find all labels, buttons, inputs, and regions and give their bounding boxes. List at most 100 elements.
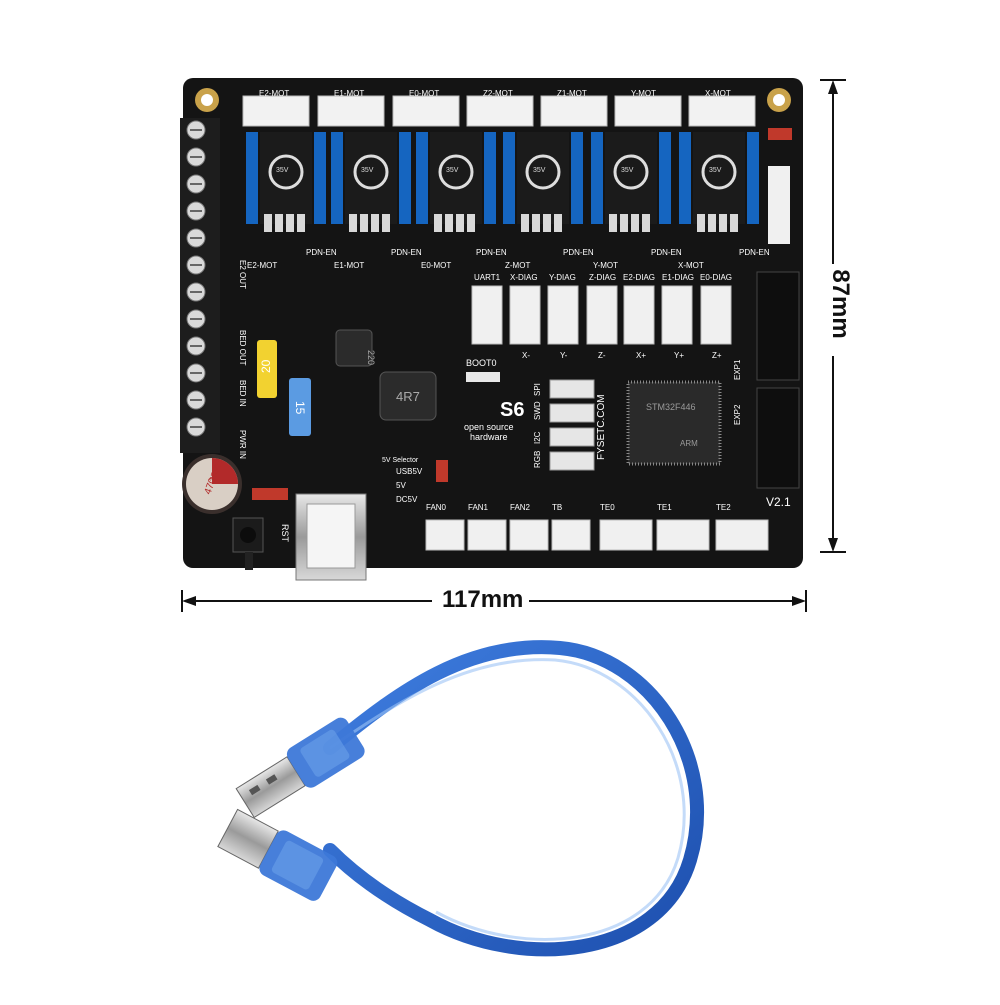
motor-lower-label: X-MOT bbox=[678, 261, 704, 270]
header-pin bbox=[631, 214, 639, 232]
side-label: I2C bbox=[533, 431, 542, 444]
driver-socket-right bbox=[399, 132, 411, 224]
pdn-label: PDN-EN bbox=[651, 248, 682, 257]
fan-label: FAN2 bbox=[510, 503, 531, 512]
fan-label: FAN1 bbox=[468, 503, 489, 512]
driver-capacitor bbox=[438, 154, 474, 190]
mcu-chip bbox=[626, 380, 722, 466]
selector-option: DC5V bbox=[396, 495, 418, 504]
driver-cap-label: 35V bbox=[709, 167, 722, 174]
selector-title: 5V Selector bbox=[382, 457, 419, 464]
header-pin bbox=[445, 214, 453, 232]
header-pin bbox=[456, 214, 464, 232]
motor-header-label: E1-MOT bbox=[334, 89, 364, 98]
header-pin bbox=[730, 214, 738, 232]
header-pin bbox=[297, 214, 305, 232]
fan-connector bbox=[425, 519, 465, 551]
diag-label: E0-DIAG bbox=[700, 273, 732, 282]
inductor-large bbox=[379, 371, 437, 421]
diag-label: E2-DIAG bbox=[623, 273, 655, 282]
header-pin bbox=[286, 214, 294, 232]
header-pin bbox=[708, 214, 716, 232]
power-label: BED OUT bbox=[238, 330, 247, 366]
driver-socket-right bbox=[484, 132, 496, 224]
motor-header-label: Y-MOT bbox=[631, 89, 656, 98]
exp1-header bbox=[756, 271, 800, 381]
fuse-blue-label: 15 bbox=[293, 401, 307, 415]
width-dimension bbox=[181, 590, 807, 612]
header-pin bbox=[609, 214, 617, 232]
endstop-connector bbox=[586, 285, 618, 345]
motor-connector bbox=[540, 95, 608, 127]
header-pin bbox=[360, 214, 368, 232]
pdn-label: PDN-EN bbox=[739, 248, 770, 257]
driver-socket-left bbox=[331, 132, 343, 224]
exp2-label: EXP2 bbox=[733, 404, 742, 425]
endstop-connector bbox=[623, 285, 655, 345]
driver-capacitor bbox=[525, 154, 561, 190]
driver-cap-label: 35V bbox=[533, 167, 546, 174]
motor-header-label: E2-MOT bbox=[259, 89, 289, 98]
driver-socket-left bbox=[679, 132, 691, 224]
fan-connector bbox=[715, 519, 769, 551]
driver-socket-right bbox=[571, 132, 583, 224]
endstop-label: X- bbox=[522, 351, 530, 360]
oshw-line2: hardware bbox=[470, 432, 508, 442]
power-label: E2 OUT bbox=[238, 260, 247, 289]
height-label: 87mm bbox=[826, 264, 854, 344]
driver-socket-right bbox=[314, 132, 326, 224]
driver-socket-right bbox=[747, 132, 759, 224]
version-label: V2.1 bbox=[766, 495, 791, 509]
header-pin bbox=[642, 214, 650, 232]
driver-capacitor bbox=[268, 154, 304, 190]
fan-connector bbox=[599, 519, 653, 551]
fan-connector bbox=[656, 519, 710, 551]
brand-label: FYSETC.COM bbox=[596, 394, 607, 460]
endstop-connector bbox=[700, 285, 732, 345]
pin-header bbox=[549, 403, 595, 423]
pdn-label: PDN-EN bbox=[563, 248, 594, 257]
diag-label: Z-DIAG bbox=[589, 273, 616, 282]
endstop-connector bbox=[471, 285, 503, 345]
endstop-label: Z- bbox=[598, 351, 606, 360]
inductor-label: 4R7 bbox=[396, 389, 420, 404]
driver-cap-label: 35V bbox=[276, 167, 289, 174]
driver-capacitor bbox=[353, 154, 389, 190]
motor-header-label: X-MOT bbox=[705, 89, 731, 98]
selector-option: 5V bbox=[396, 481, 406, 490]
exp1-label: EXP1 bbox=[733, 359, 742, 380]
header-pin bbox=[349, 214, 357, 232]
motor-header-label: Z1-MOT bbox=[557, 89, 587, 98]
fan-connector bbox=[551, 519, 591, 551]
diag-label: E1-DIAG bbox=[662, 273, 694, 282]
motor-connector bbox=[688, 95, 756, 127]
pdn-label: PDN-EN bbox=[306, 248, 337, 257]
power-label: BED IN bbox=[238, 380, 247, 407]
header-pin bbox=[532, 214, 540, 232]
endstop-label: Y- bbox=[560, 351, 568, 360]
diag-label: X-DIAG bbox=[510, 273, 538, 282]
driver-socket-left bbox=[591, 132, 603, 224]
fan-label: FAN0 bbox=[426, 503, 447, 512]
header-pin bbox=[543, 214, 551, 232]
driver-capacitor bbox=[613, 154, 649, 190]
mcu-label: STM32F446 bbox=[646, 402, 696, 412]
fan-label: TE2 bbox=[716, 503, 731, 512]
endstop-label: Y+ bbox=[674, 351, 684, 360]
driver-socket-left bbox=[503, 132, 515, 224]
driver-capacitor bbox=[701, 154, 737, 190]
fan-label: TE0 bbox=[600, 503, 615, 512]
fuse-yellow bbox=[257, 340, 277, 398]
fpc-connector bbox=[768, 166, 790, 244]
fuse-yellow-label: 20 bbox=[259, 359, 273, 373]
fuse-blue bbox=[289, 378, 311, 436]
pdn-label: PDN-EN bbox=[476, 248, 507, 257]
diag-label: Y-DIAG bbox=[549, 273, 576, 282]
motor-connector bbox=[466, 95, 534, 127]
motor-lower-label: E0-MOT bbox=[421, 261, 451, 270]
cap-line3: PH bbox=[210, 459, 224, 474]
header-pin bbox=[382, 214, 390, 232]
header-pin bbox=[264, 214, 272, 232]
